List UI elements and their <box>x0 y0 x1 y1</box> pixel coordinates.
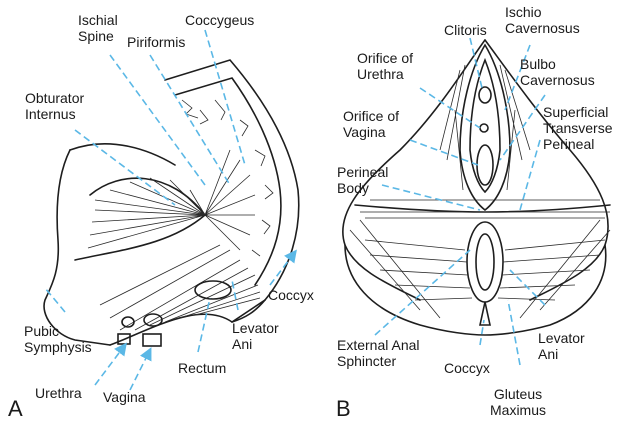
label-gluteus-maximus: Gluteus Maximus <box>490 386 546 418</box>
label-levator-ani-a: Levator Ani <box>232 320 279 352</box>
label-pubic-symphysis: Pubic Symphysis <box>24 323 92 355</box>
label-rectum: Rectum <box>178 360 226 376</box>
leader-perineal-body <box>382 185 480 210</box>
vaginal-orifice <box>477 145 493 185</box>
leader-urethra <box>95 345 125 385</box>
leader-external-anal-sphincter <box>375 250 470 335</box>
label-levator-ani-b: Levator Ani <box>538 330 585 362</box>
leader-vagina <box>130 350 150 390</box>
obturator-fibers <box>88 178 205 248</box>
urethral-orifice <box>480 124 488 132</box>
label-ischial-spine: Ischial Spine <box>78 12 118 44</box>
clitoris-shape <box>479 87 491 103</box>
label-bulbo-cavernosus: Bulbo Cavernosus <box>520 56 595 88</box>
leader-bulbo-cavernosus <box>500 95 545 160</box>
label-orifice-vagina: Orifice of Vagina <box>343 108 399 140</box>
label-ischio-cavernosus: Ischio Cavernosus <box>505 4 580 36</box>
label-perineal-body: Perineal Body <box>337 164 388 196</box>
leader-superficial-transverse <box>520 140 540 210</box>
coccyx-tip-b <box>480 302 490 325</box>
label-obturator-internus: Obturator Internus <box>25 90 84 122</box>
label-piriformis: Piriformis <box>127 34 185 50</box>
label-vagina: Vagina <box>103 389 146 405</box>
label-orifice-urethra: Orifice of Urethra <box>357 50 413 82</box>
label-coccygeus: Coccygeus <box>185 12 254 28</box>
label-external-anal-sphincter: External Anal Sphincter <box>337 337 420 369</box>
coccygeus-fibers <box>205 150 255 250</box>
panel-letter-a: A <box>8 396 23 422</box>
leader-orifice-vagina <box>410 140 478 165</box>
leader-orifice-urethra <box>420 88 480 128</box>
leader-ischial-spine <box>110 55 205 185</box>
anal-sphincter-inner <box>476 234 494 290</box>
label-coccyx-b: Coccyx <box>444 360 490 376</box>
vestibule-inner <box>470 60 500 192</box>
rectum-stub <box>195 281 231 299</box>
label-clitoris: Clitoris <box>444 22 487 38</box>
vagina-tube <box>143 334 161 346</box>
label-coccyx-a: Coccyx <box>268 287 314 303</box>
label-superficial-transverse-perineal: Superficial Transverse Perineal <box>543 104 613 152</box>
pelvis-outline-anterior <box>44 150 110 345</box>
leader-coccyx <box>270 252 295 285</box>
panel-letter-b: B <box>336 396 351 422</box>
label-urethra: Urethra <box>35 385 82 401</box>
pelvis-outline-superior <box>70 144 175 165</box>
gluteus-fibers <box>350 220 610 318</box>
leader-coccygeus <box>205 30 245 165</box>
leader-pubic-symphysis <box>45 288 65 312</box>
